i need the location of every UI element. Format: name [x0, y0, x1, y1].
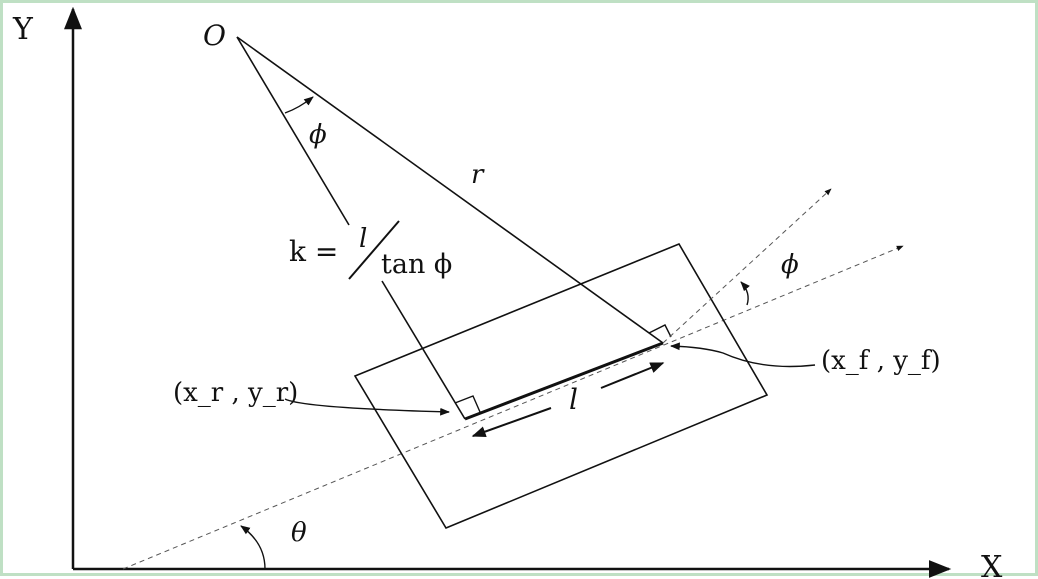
right-angle-rear	[454, 395, 481, 413]
curvature-slash	[348, 220, 400, 280]
x-axis-label: X	[981, 550, 1003, 579]
radius-label: r	[471, 160, 485, 190]
steer-angle-label-top: ϕ	[309, 120, 327, 150]
radius-line-rear-upper	[236, 36, 350, 226]
curvature-denominator: tan ϕ	[381, 249, 452, 280]
steer-angle-arc-top	[284, 96, 314, 114]
steer-angle-arc-front	[740, 281, 750, 306]
rear-point-label: (x_r , y_r)	[173, 378, 298, 408]
steer-angle-label-front: ϕ	[781, 250, 799, 280]
heading-angle-arc	[240, 525, 266, 570]
y-axis-label: Y	[12, 12, 34, 47]
heading-angle-label: θ	[291, 518, 307, 548]
wheelbase-label: l	[569, 383, 578, 416]
front-point-leader	[670, 342, 816, 368]
right-angle-front	[648, 324, 672, 338]
kinematic-bicycle-diagram: Y X l ϕ ϕ θ O r k = l tan ϕ (x_r , y_r) …	[12, 6, 1003, 579]
radius-line-rear-lower	[381, 280, 466, 420]
curvature-lhs: k =	[289, 235, 338, 268]
rear-point-leader	[284, 398, 450, 416]
curvature-numerator: l	[359, 224, 367, 254]
vehicle-body	[353, 242, 769, 530]
axes: Y X	[12, 6, 1003, 579]
heading-line	[122, 245, 904, 570]
radius-line-front	[236, 36, 664, 344]
steering-direction-line	[662, 188, 832, 344]
wheelbase-arrow-right	[600, 362, 665, 389]
curvature-expression: k = l tan ϕ	[289, 220, 452, 280]
wheelbase-arrow-left	[471, 407, 552, 438]
front-point-label: (x_f , y_f)	[821, 346, 941, 376]
wheelbase-line	[464, 341, 664, 421]
origin-label: O	[203, 19, 226, 52]
